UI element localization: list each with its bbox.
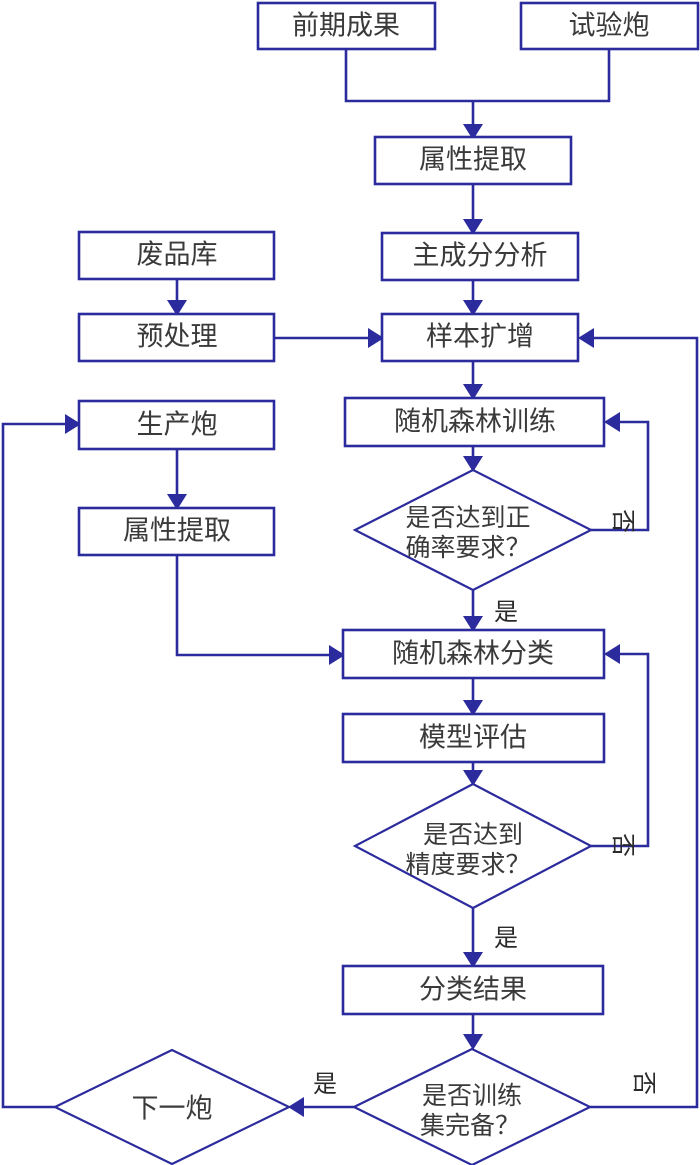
edge-trainset-yes-to-next: [288, 1097, 354, 1117]
edge-label-precision-no: 否: [609, 833, 637, 857]
node-preprocess-label: 预处理: [137, 322, 218, 353]
edge-junction-to-attr1: [463, 101, 483, 140]
node-model-eval-label: 模型评估: [419, 723, 527, 754]
edge-augment-to-train: [463, 361, 483, 400]
node-test-gun-label: 试验炮: [569, 11, 650, 42]
edge-precision-yes-to-res: [463, 908, 483, 968]
node-sample-augment-label: 样本扩增: [426, 322, 534, 353]
node-attr-extract-1[interactable]: 属性提取: [373, 135, 573, 186]
edge-res-to-trainset: [463, 1014, 483, 1050]
edge-scrap-to-preprocess: [167, 279, 187, 316]
node-scrap-library-label: 废品库: [137, 240, 218, 271]
edge-cls-to-eval: [463, 678, 483, 716]
edge-label-trainset-no: 否: [630, 1071, 658, 1095]
node-test-gun[interactable]: 试验炮: [519, 1, 700, 51]
edge-accuracy-no-to-train: [591, 412, 650, 532]
edge-layer: [1, 49, 699, 1117]
node-trainset-check-line2: 集完备？: [420, 1111, 520, 1140]
node-trainset-check[interactable]: 是否训练 集完备？: [351, 1047, 593, 1165]
node-next-gun-label: 下一炮: [132, 1094, 213, 1125]
edge-attr2-to-cls: [175, 555, 345, 665]
node-precision-check-line2: 精度要求？: [405, 850, 530, 879]
edge-prior-to-attr: [344, 49, 473, 103]
edge-trainset-no-to-augment: [578, 328, 699, 1109]
edge-attr-to-pca: [463, 184, 483, 235]
edge-pca-to-augment: [463, 280, 483, 316]
node-rf-train[interactable]: 随机森林训练: [343, 396, 606, 448]
node-accuracy-check-line2: 确率要求？: [405, 533, 530, 562]
node-attr-extract-2-label: 属性提取: [123, 516, 231, 547]
node-precision-check[interactable]: 是否达到 精度要求？: [352, 782, 594, 910]
node-rf-classify-label: 随机森林分类: [392, 639, 554, 670]
node-rf-classify[interactable]: 随机森林分类: [341, 628, 606, 680]
edge-label-layer: 否 是 否 是 否 是: [313, 509, 658, 1098]
edge-train-to-accuracy: [463, 446, 483, 472]
node-production-gun-label: 生产炮: [137, 410, 218, 441]
node-preprocess[interactable]: 预处理: [77, 312, 276, 363]
node-accuracy-check[interactable]: 是否达到正 确率要求？: [352, 468, 594, 592]
node-rf-train-label: 随机森林训练: [394, 407, 556, 438]
node-classify-result-label: 分类结果: [419, 975, 527, 1006]
node-sample-augment[interactable]: 样本扩增: [380, 312, 580, 363]
node-production-gun[interactable]: 生产炮: [77, 399, 276, 451]
node-scrap-library[interactable]: 废品库: [77, 230, 276, 281]
edge-test-to-attr: [473, 49, 611, 103]
node-pca[interactable]: 主成分分析: [380, 231, 580, 282]
edge-prodgun-to-attr2: [167, 449, 187, 510]
node-classify-result[interactable]: 分类结果: [341, 964, 605, 1016]
edge-next-to-prodgun: [1, 414, 81, 1109]
edge-precision-no-to-cls: [591, 644, 650, 848]
node-prior-results-label: 前期成果: [292, 11, 400, 42]
edge-label-trainset-yes: 是: [313, 1070, 337, 1098]
edge-eval-to-precision: [463, 762, 483, 786]
node-attr-extract-2[interactable]: 属性提取: [77, 506, 276, 557]
node-prior-results[interactable]: 前期成果: [256, 1, 437, 51]
node-layer: 前期成果 试验炮 属性提取 废品库 主成分分析: [52, 1, 700, 1165]
node-pca-label: 主成分分析: [413, 241, 548, 272]
edge-preprocess-to-augment: [274, 328, 384, 348]
edge-label-accuracy-no: 否: [609, 509, 637, 533]
edge-label-precision-yes: 是: [494, 924, 518, 952]
edge-label-accuracy-yes: 是: [494, 598, 518, 626]
node-trainset-check-line1: 是否训练: [422, 1081, 522, 1110]
node-model-eval[interactable]: 模型评估: [341, 712, 606, 764]
node-precision-check-line1: 是否达到: [423, 820, 523, 849]
node-attr-extract-1-label: 属性提取: [419, 145, 527, 176]
node-next-gun[interactable]: 下一炮: [52, 1048, 292, 1165]
node-accuracy-check-line1: 是否达到正: [405, 503, 530, 532]
edge-accuracy-yes-to-cls: [463, 590, 483, 632]
